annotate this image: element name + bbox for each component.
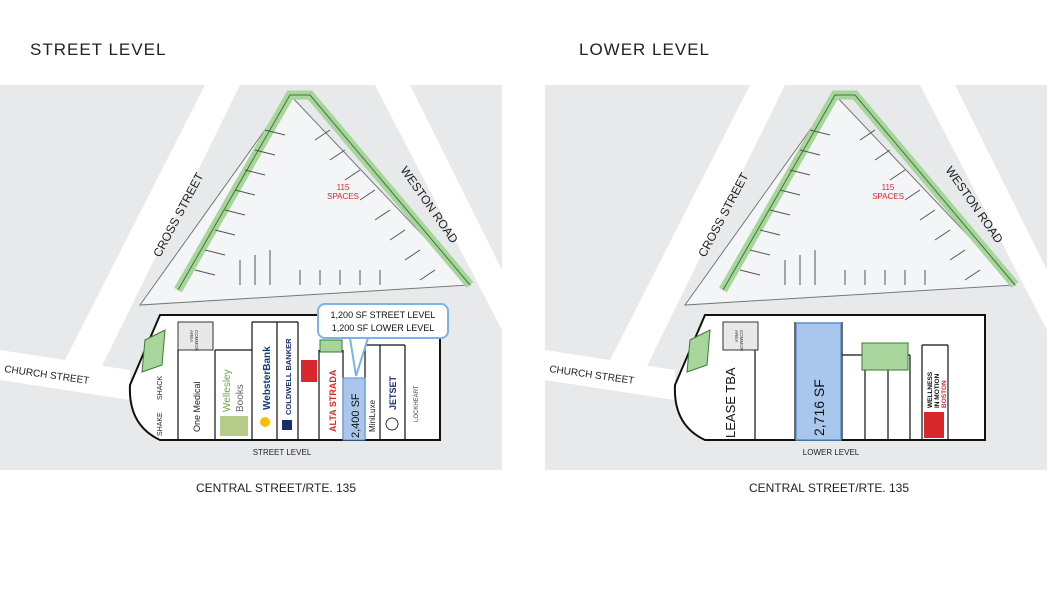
parking-lot	[683, 94, 1017, 306]
red-tenant-logo	[301, 360, 317, 382]
lot-landscaping-edge	[722, 94, 1016, 291]
tenant-webster-bank: WebsterBank	[262, 346, 273, 410]
available-unit-highlight	[342, 377, 366, 441]
common-area	[177, 321, 214, 351]
street-level-map: 115 SPACES CROSS STREET WESTON ROAD CHUR…	[0, 85, 502, 505]
tenant-miniluxe: MiniLuxe	[368, 399, 377, 432]
tenant-lockheart: LOCKHEART	[414, 385, 420, 422]
patio-green	[319, 339, 343, 353]
tenant-shake-shack: SHAKE	[157, 412, 164, 436]
parking-spaces-label: SPACES	[327, 192, 359, 201]
callout-pointer	[348, 337, 370, 377]
tenant-lease-tba: LEASE TBA	[723, 367, 738, 438]
common-area-label-2: AREA	[189, 330, 194, 342]
lot-landscaping-edge	[177, 94, 471, 291]
lower-level-title: LOWER LEVEL	[579, 40, 710, 59]
jetset-logo-icon	[385, 417, 399, 431]
street-level-title: STREET LEVEL	[30, 40, 167, 59]
parking-stalls	[739, 129, 981, 285]
church-street-road	[0, 350, 130, 400]
callout-lower-level-sf: 1,200 SF LOWER LEVEL	[332, 323, 435, 333]
available-2716-sf: 2,716 SF	[811, 379, 827, 436]
wellness-logo	[924, 412, 944, 438]
tenant-wellesley: Wellesley	[222, 369, 233, 412]
common-area-label-2: AREA	[734, 330, 739, 342]
unit-callout	[317, 303, 449, 339]
parking-count: 115	[337, 183, 350, 192]
available-2400-sf: 2,400 SF	[350, 393, 362, 438]
central-street-label: CENTRAL STREET/RTE. 135	[196, 481, 356, 495]
parking-spaces-label: SPACES	[872, 192, 904, 201]
parking-stalls	[194, 129, 436, 285]
coldwell-logo-icon	[282, 420, 292, 430]
weston-road-road	[375, 85, 502, 330]
tenant-in-motion: IN MOTION	[934, 373, 941, 408]
webster-logo-icon	[260, 417, 270, 427]
cross-street-road	[60, 85, 240, 370]
wellesley-books-logo	[220, 416, 248, 436]
church-street-road	[545, 350, 675, 400]
weston-road-road	[920, 85, 1047, 330]
callout-street-level-sf: 1,200 SF STREET LEVEL	[331, 310, 436, 320]
central-street-label: CENTRAL STREET/RTE. 135	[749, 481, 909, 495]
cross-street-road	[605, 85, 785, 370]
tenant-one-medical: One Medical	[192, 381, 202, 432]
tenant-coldwell-banker: COLDWELL BANKER	[284, 338, 293, 415]
common-area	[722, 321, 759, 351]
building-planter	[141, 329, 166, 373]
lower-level-label: LOWER LEVEL	[803, 448, 860, 457]
tenant-shake-shack-2: SHACK	[157, 376, 164, 400]
tenant-jetset: JETSET	[388, 375, 398, 410]
building-planter	[686, 329, 711, 373]
tenant-books: Books	[235, 384, 246, 412]
central-street-road	[0, 470, 502, 505]
tenant-wellness: WELLNESS	[927, 371, 934, 408]
central-street-road	[545, 470, 1047, 505]
common-area-label: COMMON	[739, 330, 744, 351]
parking-count: 115	[882, 183, 895, 192]
lower-level-map: 115 SPACES CROSS STREET WESTON ROAD CHUR…	[545, 85, 1047, 505]
tenant-dividers	[754, 322, 949, 440]
street-level-label: STREET LEVEL	[253, 448, 312, 457]
available-unit-highlight	[795, 322, 842, 441]
tenant-alta-strada: ALTA STRADA	[328, 369, 338, 432]
parking-lot	[138, 94, 472, 306]
common-area-label: COMMON	[194, 330, 199, 351]
patio-green	[861, 342, 909, 371]
tenant-boston: BOSTON	[941, 380, 948, 408]
